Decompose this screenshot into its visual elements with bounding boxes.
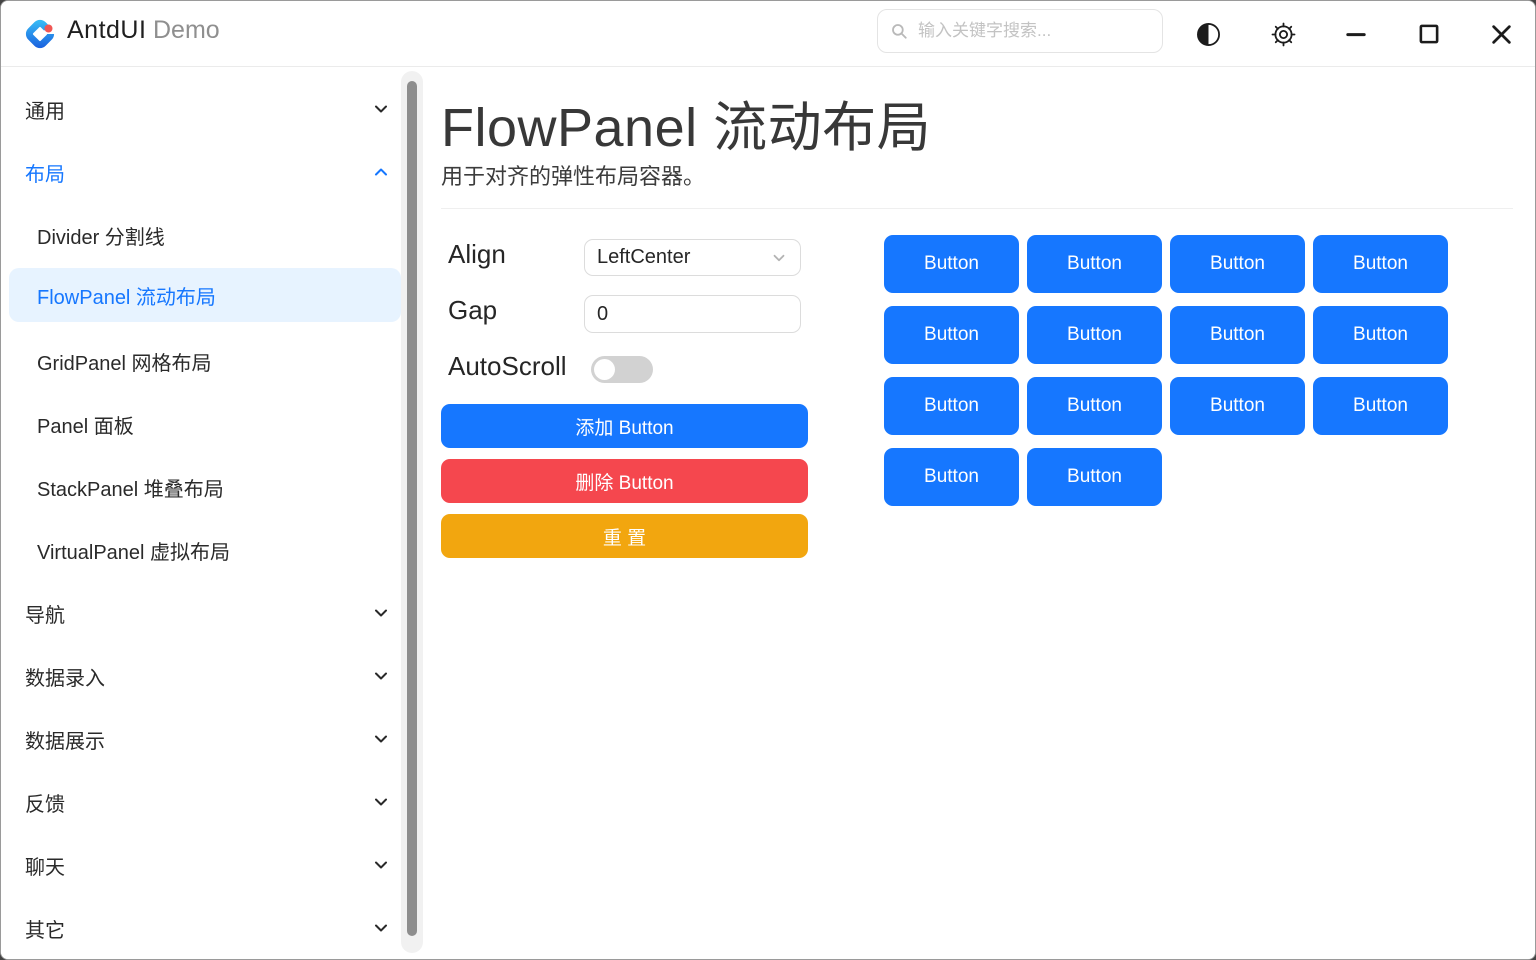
search-icon <box>892 24 907 39</box>
chevron-down-icon <box>375 735 387 743</box>
flow-button[interactable]: Button <box>1170 235 1305 293</box>
flow-button[interactable]: Button <box>1027 448 1162 506</box>
sidebar-group-label: 数据展示 <box>25 730 105 753</box>
settings-gear-icon[interactable] <box>1264 15 1302 53</box>
sidebar-group-label: 其它 <box>25 919 65 942</box>
sidebar-group-label: 导航 <box>25 604 65 627</box>
sidebar-item-panel[interactable]: Panel 面板 <box>9 397 401 451</box>
sidebar-group-data-display[interactable]: 数据展示 <box>9 712 401 766</box>
sidebar-group-label: 聊天 <box>25 856 65 879</box>
page-subtitle: 用于对齐的弹性布局容器。 <box>441 164 706 189</box>
flow-panel: Button Button Button Button Button Butto… <box>884 235 1452 506</box>
autoscroll-label: AutoScroll <box>448 351 567 381</box>
sidebar-item-label: GridPanel 网格布局 <box>37 352 212 375</box>
sidebar-group-label: 布局 <box>25 163 65 186</box>
add-button[interactable]: 添加 Button <box>441 404 808 448</box>
theme-contrast-icon[interactable] <box>1189 15 1227 53</box>
sidebar-item-label: Divider 分割线 <box>37 226 165 249</box>
flow-button[interactable]: Button <box>884 377 1019 435</box>
chevron-up-icon <box>375 168 387 176</box>
sidebar: 通用 布局 Divider 分割线 FlowPanel 流动布局 GridPan… <box>1 68 401 959</box>
align-select-value: LeftCenter <box>597 246 691 268</box>
gap-label: Gap <box>448 295 498 325</box>
chevron-down-icon <box>375 798 387 806</box>
chevron-down-icon <box>375 609 387 617</box>
flow-button[interactable]: Button <box>1313 377 1448 435</box>
sidebar-item-divider[interactable]: Divider 分割线 <box>9 208 401 262</box>
flow-button[interactable]: Button <box>1313 235 1448 293</box>
flow-button[interactable]: Button <box>884 448 1019 506</box>
flow-button[interactable]: Button <box>1313 306 1448 364</box>
sidebar-group-other[interactable]: 其它 <box>9 901 401 955</box>
main-content: FlowPanel 流动布局 用于对齐的弹性布局容器。 Align LeftCe… <box>423 67 1535 959</box>
chevron-down-icon <box>375 861 387 869</box>
search-box[interactable] <box>877 9 1163 53</box>
reset-button[interactable]: 重 置 <box>441 514 808 558</box>
align-select[interactable]: LeftCenter <box>584 239 801 276</box>
toggle-knob <box>594 359 615 380</box>
close-icon[interactable] <box>1482 15 1520 53</box>
sidebar-item-label: Panel 面板 <box>37 415 134 438</box>
sidebar-group-data-entry[interactable]: 数据录入 <box>9 649 401 703</box>
sidebar-item-virtualpanel[interactable]: VirtualPanel 虚拟布局 <box>9 523 401 577</box>
gap-input[interactable] <box>584 295 801 333</box>
sidebar-group-label: 通用 <box>25 100 65 123</box>
page-title: FlowPanel 流动布局 <box>441 98 932 158</box>
sidebar-scrollbar-thumb[interactable] <box>407 81 417 936</box>
chevron-down-icon <box>375 105 387 113</box>
autoscroll-toggle[interactable] <box>591 356 653 383</box>
sidebar-item-gridpanel[interactable]: GridPanel 网格布局 <box>9 334 401 388</box>
sidebar-group-label: 数据录入 <box>25 667 105 690</box>
flow-button[interactable]: Button <box>884 306 1019 364</box>
app-title: AntdUI <box>67 16 147 44</box>
minimize-icon[interactable] <box>1337 15 1375 53</box>
sidebar-group-layout[interactable]: 布局 <box>9 145 401 199</box>
flow-button[interactable]: Button <box>1170 306 1305 364</box>
sidebar-group-label: 反馈 <box>25 793 65 816</box>
sidebar-item-stackpanel[interactable]: StackPanel 堆叠布局 <box>9 460 401 514</box>
delete-button[interactable]: 删除 Button <box>441 459 808 503</box>
sidebar-item-label: VirtualPanel 虚拟布局 <box>37 541 231 564</box>
titlebar: AntdUI Demo <box>1 1 1535 67</box>
sidebar-group-chat[interactable]: 聊天 <box>9 838 401 892</box>
chevron-down-icon <box>375 672 387 680</box>
flow-button[interactable]: Button <box>1027 235 1162 293</box>
sidebar-item-label: FlowPanel 流动布局 <box>37 286 216 309</box>
sidebar-group-general[interactable]: 通用 <box>9 82 401 136</box>
sidebar-group-navigation[interactable]: 导航 <box>9 586 401 640</box>
app-subtitle: Demo <box>153 16 220 44</box>
maximize-icon[interactable] <box>1410 15 1448 53</box>
chevron-down-icon <box>773 254 785 261</box>
flow-button[interactable]: Button <box>884 235 1019 293</box>
sidebar-scrollbar-track[interactable] <box>401 71 423 953</box>
section-divider <box>441 208 1513 209</box>
antdui-logo-icon <box>25 19 57 49</box>
sidebar-item-label: StackPanel 堆叠布局 <box>37 478 224 501</box>
sidebar-item-flowpanel[interactable]: FlowPanel 流动布局 <box>9 268 401 322</box>
flow-button[interactable]: Button <box>1027 377 1162 435</box>
search-input[interactable] <box>916 20 1150 42</box>
flow-button[interactable]: Button <box>1027 306 1162 364</box>
sidebar-group-feedback[interactable]: 反馈 <box>9 775 401 829</box>
align-label: Align <box>448 239 506 269</box>
chevron-down-icon <box>375 924 387 932</box>
flow-button[interactable]: Button <box>1170 377 1305 435</box>
